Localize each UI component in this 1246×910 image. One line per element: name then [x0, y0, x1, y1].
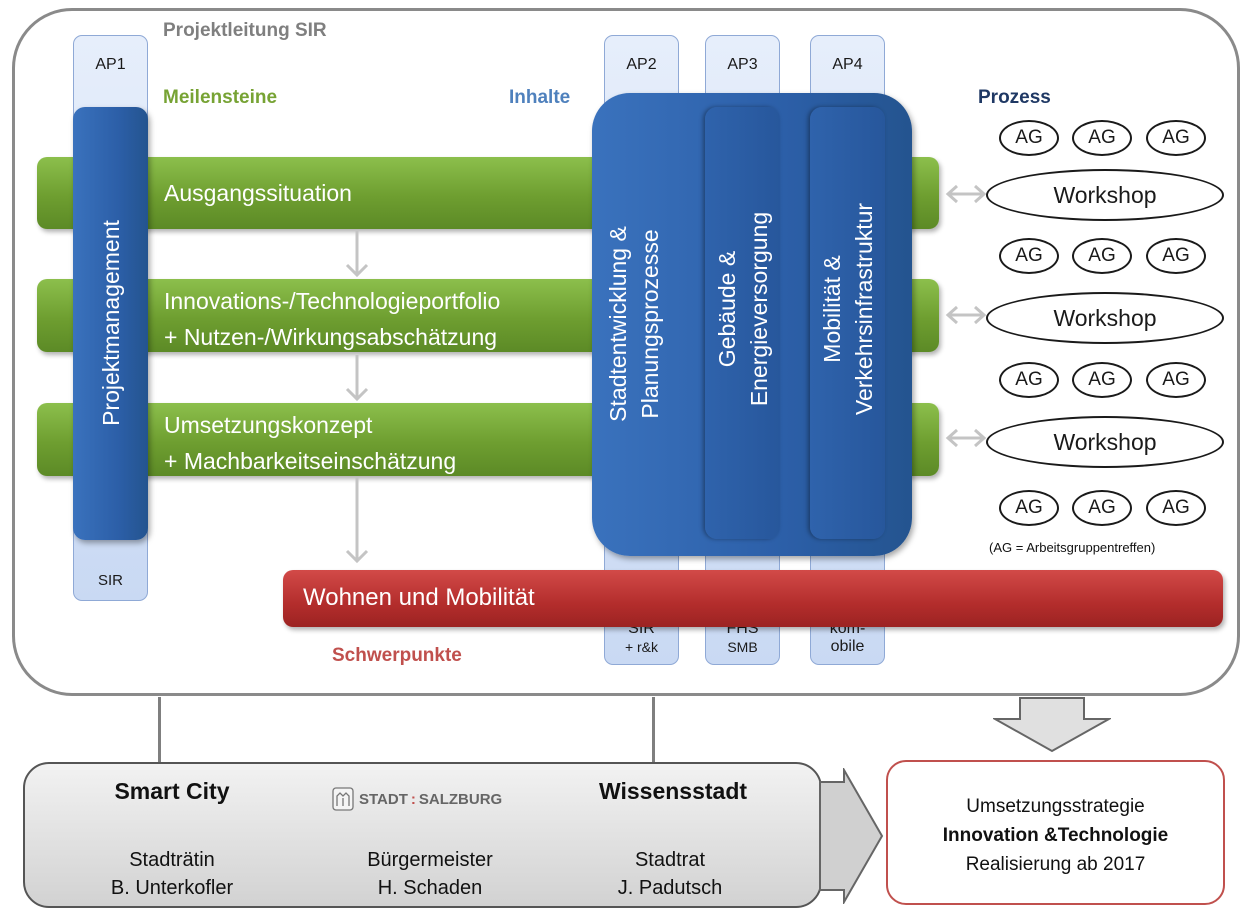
milestone-2-line1: Innovations-/Technologieportfolio — [164, 288, 501, 314]
ag-oval: AG — [1146, 362, 1206, 398]
connector-line-right — [652, 697, 655, 763]
result-line3: Realisierung ab 2017 — [965, 854, 1146, 875]
ag-oval: AG — [1146, 120, 1206, 156]
ap3-bar: Gebäude & Energieversorgung — [705, 107, 780, 539]
milestone-3-line1: Umsetzungskonzept — [164, 412, 373, 438]
ap1-partner: SIR — [97, 572, 123, 589]
knowledge-city-heading: Wissensstadt — [598, 778, 748, 804]
ap4-partner-line2: obile — [830, 638, 865, 655]
focus-label: Schwerpunkte — [332, 645, 462, 666]
process-label: Prozess — [978, 87, 1051, 108]
ag-oval: AG — [999, 362, 1059, 398]
workshop-oval-1: Workshop — [986, 169, 1224, 221]
person-1-name: B. Unterkofler — [110, 877, 234, 899]
city-crest-icon — [332, 787, 354, 811]
ag-oval: AG — [1072, 490, 1132, 526]
ap2-bar-line2: Planungsprozesse — [637, 229, 663, 419]
milestone-flow-arrows — [345, 231, 369, 564]
ag-oval: AG — [999, 490, 1059, 526]
down-arrow-icon — [993, 697, 1111, 753]
leadership-box: Smart City STADT : SALZBURG Wissensstadt… — [23, 762, 822, 908]
ap4-bar-text: Mobilität & Verkehrsinfrastruktur — [816, 149, 880, 469]
person-2: Bürgermeister H. Schaden — [325, 846, 535, 902]
city-logo: STADT : SALZBURG — [331, 784, 502, 814]
result-line2: Innovation &Technologie — [942, 825, 1169, 846]
ag-oval: AG — [1072, 362, 1132, 398]
result-line1: Umsetzungsstrategie — [966, 796, 1145, 817]
ag-oval: AG — [1072, 238, 1132, 274]
ap3-bar-line2: Energieversorgung — [746, 211, 772, 407]
milestone-3-line2: + Machbarkeitseinschätzung — [164, 448, 457, 474]
project-lead-label: Projektleitung SIR — [163, 20, 327, 41]
person-2-role: Bürgermeister — [367, 849, 493, 871]
person-1-role: Stadträtin — [129, 849, 215, 871]
logo-colon: : — [410, 790, 416, 808]
arrow-3-head — [345, 549, 369, 564]
milestone-1-line1: Ausgangssituation — [164, 180, 352, 206]
ap3-partner-line2: SMB — [727, 639, 758, 655]
ap4-bar-line1: Mobilität & — [819, 255, 845, 363]
ag-legend: (AG = Arbeitsgruppentreffen) — [989, 540, 1156, 555]
result-box: Umsetzungsstrategie Innovation &Technolo… — [886, 760, 1225, 905]
ap4-bar-line2: Verkehrsinfrastruktur — [851, 202, 877, 416]
logo-text-stadt: STADT — [359, 790, 408, 808]
person-3-role: Stadtrat — [634, 849, 706, 871]
logo-text-salzburg: SALZBURG — [418, 790, 503, 808]
ap2-partner-line2: + r&k — [624, 639, 659, 655]
ap1-label: AP1 — [95, 56, 126, 73]
arrow-1-head — [345, 263, 369, 278]
ap1-bar-text: Projektmanagement — [98, 220, 124, 426]
right-arrow-icon — [819, 768, 884, 904]
milestone-2-line2: + Nutzen-/Wirkungsabschätzung — [164, 324, 498, 350]
ag-oval: AG — [1146, 490, 1206, 526]
contents-label: Inhalte — [509, 87, 571, 108]
person-3: Stadtrat J. Padutsch — [565, 846, 775, 902]
arrow-2-head — [345, 387, 369, 402]
workshop-oval-2: Workshop — [986, 292, 1224, 344]
ap3-bar-text: Gebäude & Energieversorgung — [711, 149, 775, 469]
focus-bar-text: Wohnen und Mobilität — [303, 584, 535, 611]
ag-oval: AG — [1072, 120, 1132, 156]
ap3-bar-line1: Gebäude & — [714, 250, 740, 368]
connector-line-left — [158, 697, 161, 763]
ap4-label: AP4 — [832, 56, 863, 73]
workshop-oval-3: Workshop — [986, 416, 1224, 468]
ag-oval: AG — [999, 120, 1059, 156]
person-3-name: J. Padutsch — [617, 877, 723, 899]
ap3-label: AP3 — [727, 56, 758, 73]
ap2-bar-text: Stadtentwicklung & Planungsprozesse — [602, 164, 666, 484]
ag-oval: AG — [999, 238, 1059, 274]
milestones-label: Meilensteine — [163, 87, 278, 108]
ag-oval: AG — [1146, 238, 1206, 274]
ap2-bar-line1: Stadtentwicklung & — [605, 226, 631, 422]
focus-bar: Wohnen und Mobilität — [283, 570, 1223, 627]
person-1: Stadträtin B. Unterkofler — [77, 846, 267, 902]
smart-city-heading: Smart City — [114, 778, 230, 804]
ap4-bar: Mobilität & Verkehrsinfrastruktur — [810, 107, 885, 539]
ap2-label: AP2 — [626, 56, 657, 73]
ap1-bar: Projektmanagement — [73, 107, 148, 540]
workshop-connectors — [945, 184, 987, 448]
person-2-name: H. Schaden — [377, 877, 483, 899]
